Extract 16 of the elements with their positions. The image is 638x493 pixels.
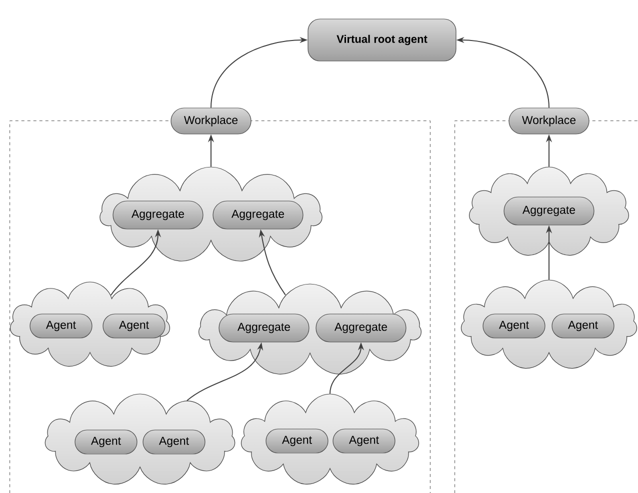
agent-pill: Agent [266, 428, 328, 454]
agent-pill: Agent [74, 430, 138, 454]
agent-pill: Agent [30, 314, 92, 338]
agent-pill: Agent [482, 314, 546, 338]
rounded-box: Workplace [170, 108, 252, 134]
rounded-box: Workplace [508, 108, 590, 134]
agent-pill: Agent [102, 314, 166, 338]
agent-pill: Agent [332, 428, 396, 454]
rounded-box: Aggregate [218, 314, 310, 342]
agent-pill: Agent [552, 314, 614, 338]
agent-pill: Agent [142, 430, 206, 454]
rounded-box: Aggregate [316, 314, 406, 342]
rounded-box: Aggregate [212, 200, 304, 230]
rounded-box: Aggregate [112, 200, 204, 230]
root-agent-box: Virtual root agent [308, 18, 456, 62]
rounded-box: Aggregate [504, 196, 594, 226]
